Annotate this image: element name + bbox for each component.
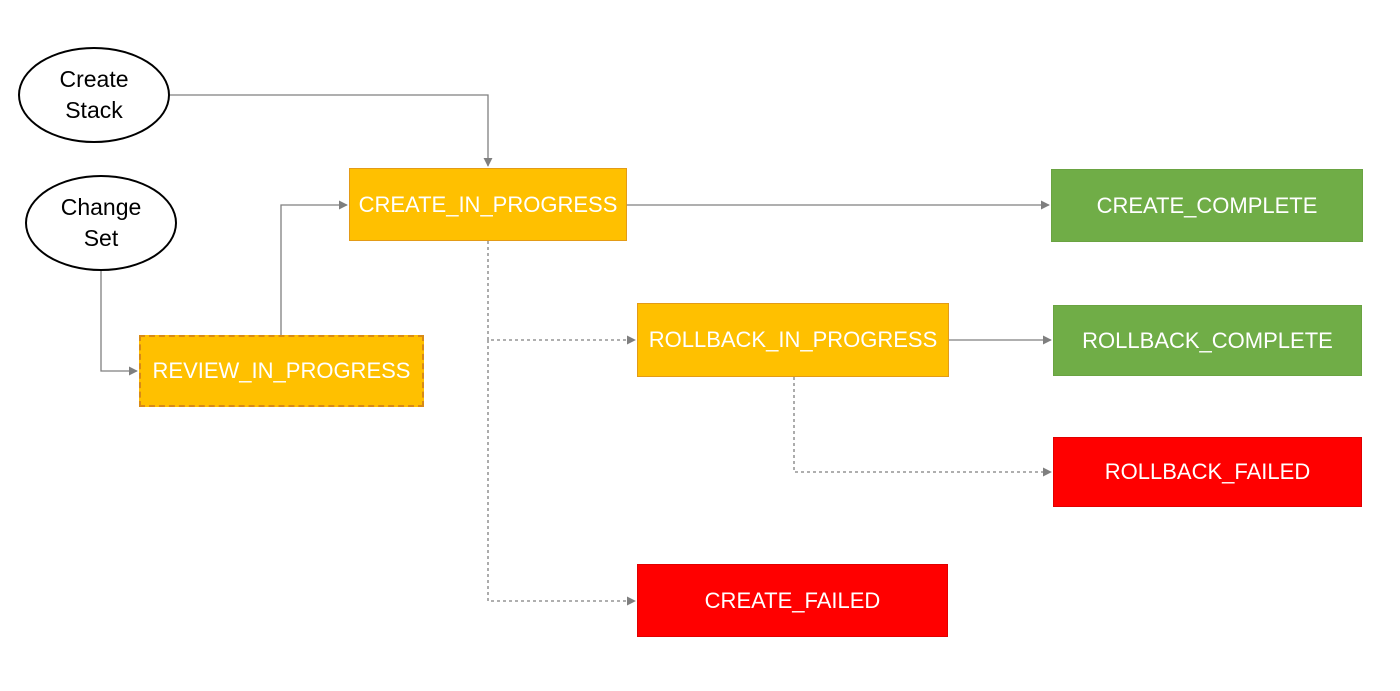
edge-review-to-create-in-progress: [280, 200, 348, 335]
edge-create-in-progress-to-create-failed: [487, 340, 636, 606]
change-set-label-line1: Change: [60, 194, 142, 220]
change-set-label: Change Set: [61, 192, 142, 254]
state-rollback-in-progress: ROLLBACK_IN_PROGRESS: [637, 303, 949, 377]
state-create-in-progress-label: CREATE_IN_PROGRESS: [358, 191, 618, 217]
edge-change-set-to-review: [100, 271, 138, 376]
state-review-in-progress: REVIEW_IN_PROGRESS: [139, 335, 424, 407]
state-review-in-progress-label: REVIEW_IN_PROGRESS: [152, 358, 411, 383]
edge-create-in-progress-to-rollback-in-progress: [487, 241, 636, 345]
create-stack-node: Create Stack: [18, 47, 170, 143]
state-rollback-complete-label: ROLLBACK_COMPLETE: [1082, 327, 1333, 353]
state-rollback-in-progress-label: ROLLBACK_IN_PROGRESS: [648, 327, 938, 352]
edge-rollback-in-progress-to-rollback-failed: [793, 377, 1052, 477]
edge-create-stack-to-create-in-progress: [170, 94, 493, 167]
state-create-failed: CREATE_FAILED: [637, 564, 948, 637]
create-stack-label: Create Stack: [59, 64, 128, 126]
state-rollback-failed: ROLLBACK_FAILED: [1053, 437, 1362, 507]
state-create-complete-label: CREATE_COMPLETE: [1096, 192, 1318, 218]
create-stack-label-line2: Stack: [65, 97, 123, 123]
state-rollback-failed-label: ROLLBACK_FAILED: [1104, 459, 1311, 484]
state-create-complete: CREATE_COMPLETE: [1051, 169, 1363, 242]
change-set-label-line2: Set: [83, 225, 119, 251]
state-create-failed-label: CREATE_FAILED: [704, 587, 881, 613]
create-stack-label-line1: Create: [59, 66, 129, 92]
change-set-node: Change Set: [25, 175, 177, 271]
state-create-in-progress: CREATE_IN_PROGRESS: [349, 168, 627, 241]
state-rollback-complete: ROLLBACK_COMPLETE: [1053, 305, 1362, 376]
